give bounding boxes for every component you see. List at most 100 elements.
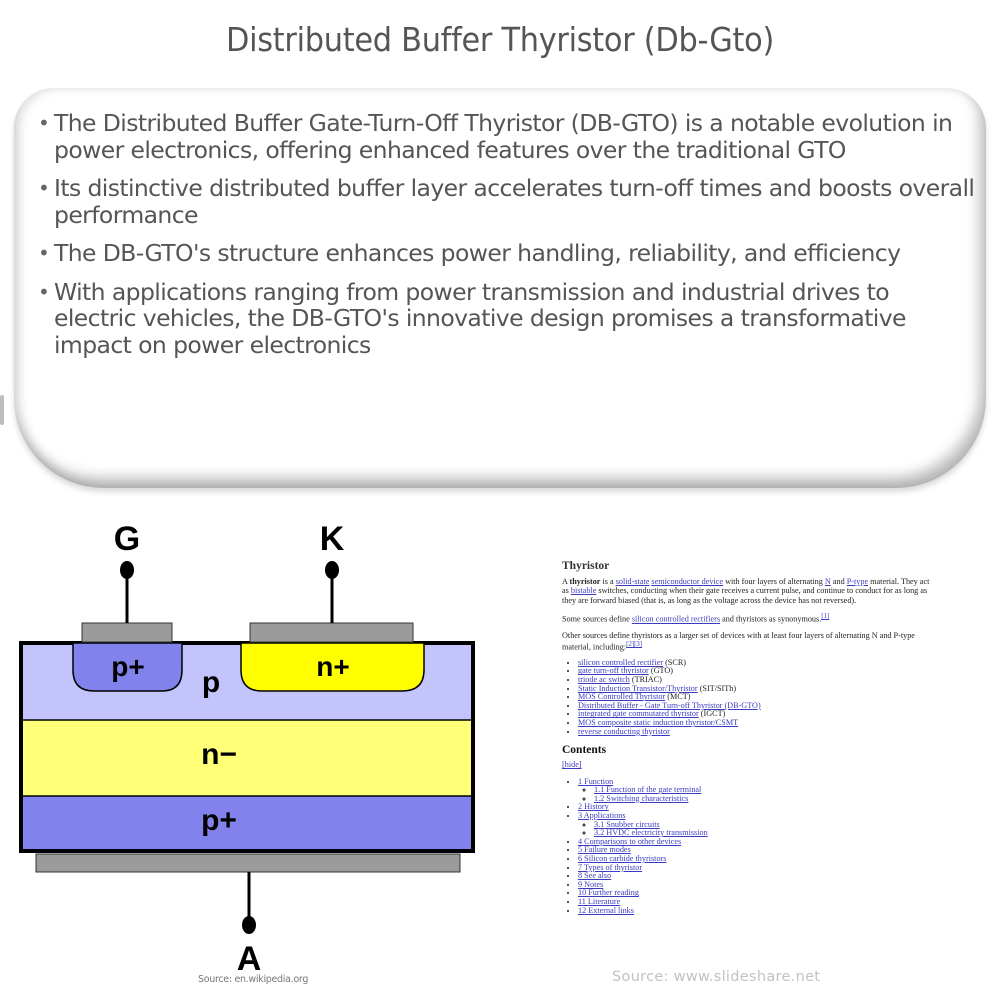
- device-link[interactable]: Distributed Buffer - Gate Turn-off Thyri…: [578, 700, 761, 710]
- table-of-contents: 1 Function 1.1 Function of the gate term…: [562, 776, 962, 916]
- gate-terminal-dot-icon: [120, 561, 134, 579]
- toc-item: 4 Comparisons to other devices: [578, 836, 962, 847]
- cathode-well-label: n+: [316, 651, 349, 682]
- toc-subitem: 3.2 HVDC electricity transmission: [594, 828, 962, 838]
- p-emitter-label: p+: [201, 804, 237, 837]
- bullet-text: The DB-GTO's structure enhances power ha…: [54, 239, 901, 267]
- toc-item: 10 Further reading: [578, 889, 962, 898]
- article-intro: A thyristor is a solid-state semiconduct…: [562, 577, 930, 605]
- thyristor-cross-section-diagram: G K A p+ n+ p n− p+: [0, 500, 520, 1000]
- diagram-source-caption: Source: en.wikipedia.org: [198, 974, 309, 985]
- toc-link[interactable]: 2 History: [578, 802, 609, 812]
- link-bistable[interactable]: bistable: [570, 586, 597, 596]
- list-item: Static Induction Transistor/Thyristor (S…: [578, 683, 962, 694]
- contents-heading: Contents: [562, 744, 607, 757]
- device-link[interactable]: reverse conducting thyristor: [578, 726, 670, 736]
- toc-link[interactable]: 12 External links: [578, 905, 634, 915]
- bullet-item: •With applications ranging from power tr…: [36, 277, 976, 359]
- reference-link[interactable]: [1]: [821, 612, 830, 620]
- toc-item: 9 Notes: [578, 879, 962, 890]
- article-para-3: Other sources define thyristors as a lar…: [562, 630, 915, 652]
- anode-metal-contact: [35, 853, 461, 873]
- toc-subitem: 1.2 Switching characteristics: [594, 793, 962, 804]
- bullet-item: •The Distributed Buffer Gate-Turn-Off Th…: [36, 110, 976, 163]
- toc-link[interactable]: 6 Silicon carbide thyristors: [578, 853, 667, 863]
- cathode-metal-contact: [249, 622, 414, 643]
- summary-bullet-list: •The Distributed Buffer Gate-Turn-Off Th…: [36, 110, 976, 370]
- toc-item: 6 Silicon carbide thyristors: [578, 853, 962, 864]
- gate-label: G: [114, 520, 140, 558]
- device-link[interactable]: MOS Controlled Thyristor: [578, 692, 666, 702]
- list-item: MOS Controlled Thyristor (MCT): [578, 692, 962, 702]
- reference-link[interactable]: [2][3]: [626, 640, 643, 648]
- toc-subitem: 1.1 Function of the gate terminal: [594, 785, 962, 795]
- cathode-label: K: [320, 520, 345, 558]
- anode-label: A: [237, 940, 262, 978]
- toc-link[interactable]: 3.1 Snubber circuits: [594, 819, 660, 829]
- gate-well-label: p+: [111, 651, 144, 682]
- device-list: silicon controlled rectifier (SCR) gate …: [562, 657, 962, 736]
- link-n[interactable]: N: [824, 577, 831, 587]
- list-item: integrated gate commutated thyristor (IG…: [578, 710, 962, 719]
- page-title: Distributed Buffer Thyristor (Db-Gto): [225, 20, 775, 59]
- bullet-dot-icon: •: [38, 279, 50, 304]
- toc-subitem: 3.1 Snubber circuits: [594, 819, 962, 830]
- gate-metal-contact: [81, 622, 173, 643]
- device-link[interactable]: gate turn-off thyristor: [578, 666, 649, 676]
- bullet-dot-icon: •: [38, 241, 50, 265]
- link-solid-state[interactable]: solid-state: [615, 577, 650, 587]
- cathode-terminal-dot-icon: [325, 561, 339, 579]
- bullet-text: With applications ranging from power tra…: [54, 277, 907, 359]
- toc-link[interactable]: 4 Comparisons to other devices: [578, 836, 682, 846]
- toc-item: 11 Literature: [578, 896, 962, 907]
- toc-link[interactable]: 7 Types of thyristor: [578, 862, 643, 872]
- card-edge-decoration: [0, 395, 4, 425]
- p-emitter-layer: [20, 796, 474, 852]
- toc-link[interactable]: 3 Applications: [578, 811, 626, 821]
- article-heading: Thyristor: [562, 560, 610, 572]
- device-link[interactable]: Static Induction Transistor/Thyristor: [578, 683, 698, 693]
- device-link[interactable]: triode ac switch: [578, 675, 630, 685]
- wikipedia-article-thumbnail: Thyristor A thyristor is a solid-state s…: [562, 560, 962, 923]
- toc-item: 8 See also: [578, 871, 962, 881]
- link-scr[interactable]: silicon controlled rectifiers: [631, 614, 721, 624]
- toc-item: 12 External links: [578, 905, 962, 916]
- hide-contents-toggle[interactable]: [hide]: [562, 760, 582, 770]
- bullet-dot-icon: •: [38, 111, 50, 135]
- slide-source-caption: Source: www.slideshare.net: [612, 969, 821, 985]
- summary-card: [14, 88, 986, 488]
- toc-item: 5 Failure modes: [578, 846, 962, 855]
- p-base-label: p: [202, 666, 220, 699]
- toc-link[interactable]: 3.2 HVDC electricity transmission: [594, 828, 708, 838]
- bullet-item: •The DB-GTO's structure enhances power h…: [36, 240, 976, 267]
- device-link[interactable]: silicon controlled rectifier: [578, 657, 664, 667]
- list-item: silicon controlled rectifier (SCR): [578, 657, 962, 668]
- bullet-text: Its distinctive distributed buffer layer…: [54, 174, 975, 229]
- toc-link[interactable]: 1.2 Switching characteristics: [594, 793, 689, 803]
- toc-link[interactable]: 8 See also: [578, 871, 612, 881]
- toc-item: 1 Function 1.1 Function of the gate term…: [578, 776, 962, 804]
- toc-link[interactable]: 9 Notes: [578, 879, 604, 889]
- device-link[interactable]: integrated gate commutated thyristor: [578, 709, 699, 719]
- cathode-n-plus-well: [240, 642, 425, 692]
- bullet-dot-icon: •: [38, 176, 50, 200]
- toc-link[interactable]: 1 Function: [578, 776, 614, 786]
- anode-terminal-dot-icon: [242, 916, 256, 934]
- toc-item: 3 Applications 3.1 Snubber circuits 3.2 …: [578, 811, 962, 838]
- toc-link[interactable]: 1.1 Function of the gate terminal: [594, 785, 702, 795]
- list-item: MOS composite static induction thyristor…: [578, 718, 962, 728]
- toc-link[interactable]: 5 Failure modes: [578, 845, 631, 855]
- toc-item: 7 Types of thyristor: [578, 862, 962, 873]
- toc-link[interactable]: 11 Literature: [578, 896, 621, 906]
- n-drift-label: n−: [201, 738, 237, 771]
- gate-p-plus-well: [72, 642, 183, 692]
- n-drift-layer: [20, 720, 474, 796]
- link-p-type[interactable]: P-type: [846, 577, 869, 587]
- link-semiconductor-device[interactable]: semiconductor device: [651, 577, 724, 587]
- list-item: triode ac switch (TRIAC): [578, 675, 962, 685]
- article-para-2: Some sources define silicon controlled r…: [562, 612, 830, 624]
- diagram-svg: G K A p+ n+ p n− p+: [19, 520, 475, 978]
- device-link[interactable]: MOS composite static induction thyristor…: [578, 718, 739, 728]
- toc-item: 2 History: [578, 803, 962, 812]
- toc-link[interactable]: 10 Further reading: [578, 888, 639, 898]
